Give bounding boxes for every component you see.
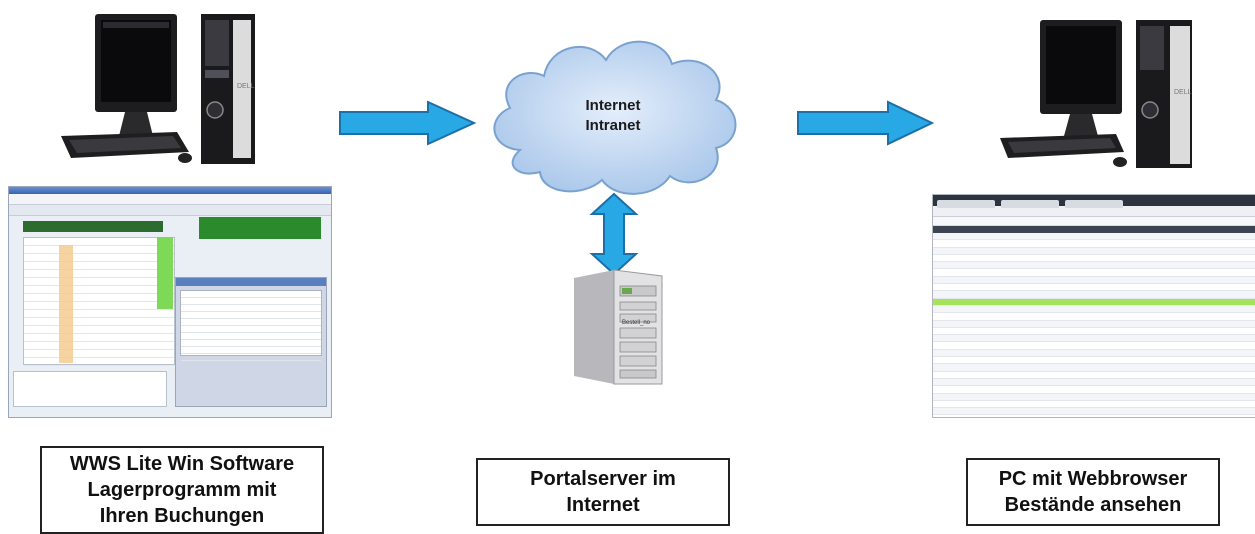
arrow-right-icon xyxy=(797,100,935,146)
wws-software-screenshot xyxy=(8,186,332,418)
label-wws-software: WWS Lite Win Software Lagerprogramm mit … xyxy=(40,446,324,534)
server-label: Bestell_no xyxy=(622,320,651,326)
cloud-label-line2: Intranet xyxy=(585,117,641,134)
webbrowser-screenshot xyxy=(932,194,1255,418)
label-pc-webbrowser: PC mit Webbrowser Bestände ansehen xyxy=(966,458,1220,526)
left-monitor-brand: DELL xyxy=(237,83,255,90)
label-portalserver: Portalserver im Internet xyxy=(476,458,730,526)
arrow-right-icon xyxy=(339,100,477,146)
server-tower-icon: Bestell_no xyxy=(574,269,663,385)
arrow-updown-icon xyxy=(589,192,639,276)
left-desktop-computer-icon: DELL xyxy=(61,14,255,164)
right-desktop-computer-icon: DELL xyxy=(1000,20,1192,168)
right-monitor-brand: DELL xyxy=(1174,89,1192,96)
cloud-icon xyxy=(493,40,737,195)
cloud-label: Internet Intranet xyxy=(548,96,678,136)
cloud-label-line1: Internet xyxy=(585,97,641,114)
